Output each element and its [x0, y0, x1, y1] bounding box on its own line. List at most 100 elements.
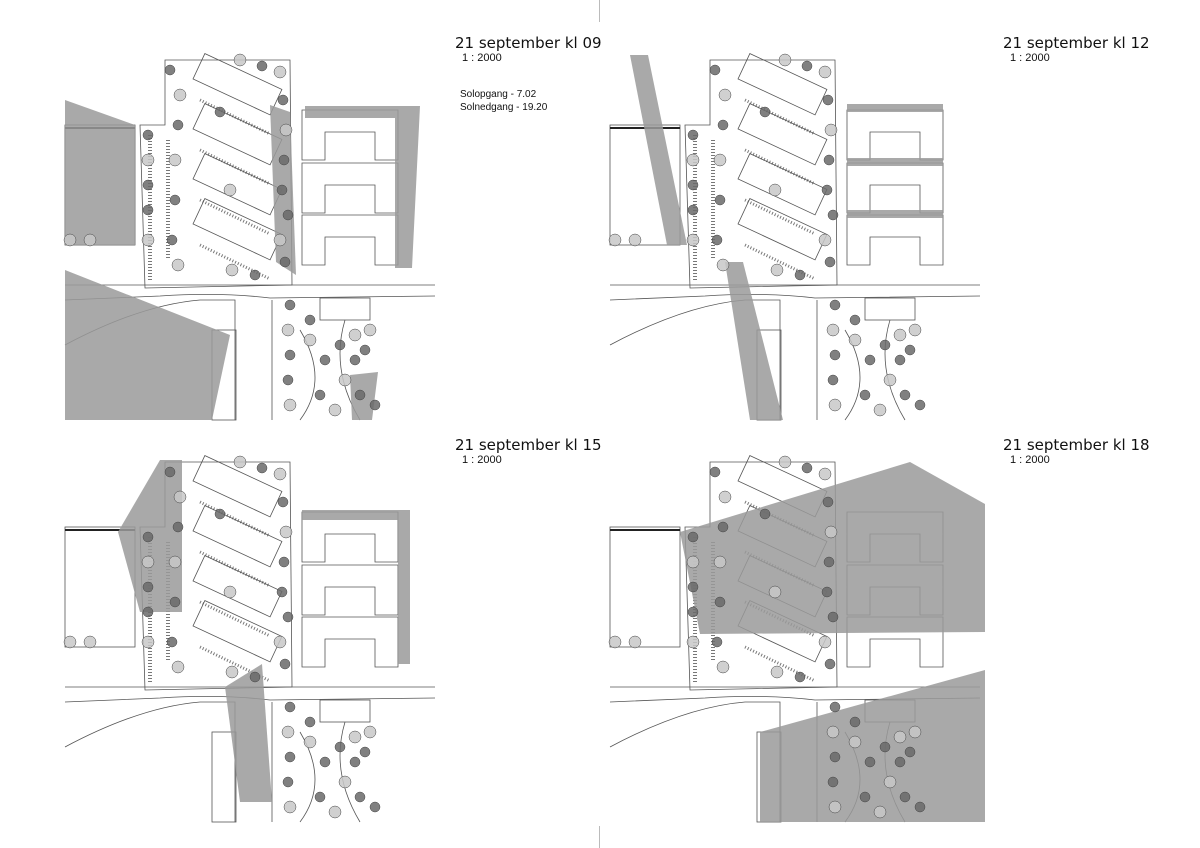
tree	[904, 746, 916, 758]
tree	[273, 467, 287, 481]
site-plan-panel-3	[63, 455, 436, 823]
tree	[873, 805, 887, 819]
tree	[879, 339, 891, 351]
tree	[214, 508, 226, 520]
parking-stalls	[744, 500, 816, 538]
parking-stalls	[199, 243, 271, 281]
tree	[304, 716, 316, 728]
apartment-block-2	[846, 162, 944, 214]
tree	[883, 775, 897, 789]
tree	[278, 556, 290, 568]
tree	[303, 735, 317, 749]
tree	[142, 606, 154, 618]
lower-parking	[319, 297, 371, 321]
tree	[914, 801, 926, 813]
tree	[276, 586, 288, 598]
site-plan-panel-2	[608, 53, 981, 421]
tree	[716, 660, 730, 674]
tree	[687, 204, 699, 216]
tree	[759, 508, 771, 520]
tree	[826, 725, 840, 739]
tree	[142, 204, 154, 216]
tree	[303, 333, 317, 347]
tree	[794, 671, 806, 683]
tree	[273, 65, 287, 79]
tree	[818, 635, 832, 649]
shadow-area	[225, 664, 272, 802]
tree	[864, 756, 876, 768]
tree	[282, 209, 294, 221]
tree	[778, 53, 792, 67]
tree	[279, 256, 291, 268]
parking-row-4	[192, 600, 283, 663]
tree	[686, 555, 700, 569]
tree	[338, 373, 352, 387]
tree	[768, 585, 782, 599]
apartment-block-2	[301, 564, 399, 616]
tree	[349, 354, 361, 366]
parking-stalls	[744, 198, 816, 236]
tree	[249, 671, 261, 683]
tree	[827, 209, 839, 221]
tree	[823, 556, 835, 568]
tree	[281, 323, 295, 337]
sunrise-label: Solopgang - 7.02	[460, 89, 537, 100]
tree	[686, 635, 700, 649]
tree	[359, 344, 371, 356]
parking-row-2	[737, 103, 828, 166]
tree	[354, 791, 366, 803]
tree	[864, 354, 876, 366]
tree	[168, 555, 182, 569]
tree	[849, 314, 861, 326]
shadow-area	[725, 262, 783, 420]
shadow-area	[302, 510, 410, 664]
tree	[899, 791, 911, 803]
parking-stalls	[199, 645, 271, 683]
tree	[328, 805, 342, 819]
tree	[284, 349, 296, 361]
tree	[768, 183, 782, 197]
tree	[142, 531, 154, 543]
tree	[628, 233, 642, 247]
tree	[172, 119, 184, 131]
tree	[142, 179, 154, 191]
tree	[249, 269, 261, 281]
parking-row-2	[192, 103, 283, 166]
tree	[849, 716, 861, 728]
tree	[314, 389, 326, 401]
tree	[709, 466, 721, 478]
tree	[256, 60, 268, 72]
parking-row-4	[737, 198, 828, 261]
tree	[279, 123, 293, 137]
tree	[283, 800, 297, 814]
tree	[164, 64, 176, 76]
tree	[141, 555, 155, 569]
tree	[223, 183, 237, 197]
tree	[283, 398, 297, 412]
tree	[141, 233, 155, 247]
shadow-area	[680, 462, 985, 634]
tree	[141, 153, 155, 167]
tree	[608, 233, 622, 247]
tree	[273, 233, 287, 247]
tree	[908, 725, 922, 739]
tree	[824, 658, 836, 670]
tree	[848, 333, 862, 347]
tree	[225, 263, 239, 277]
tree	[822, 496, 834, 508]
parking-stalls	[199, 500, 271, 538]
tree	[894, 756, 906, 768]
panel-title-kl15: 21 september kl 15	[455, 436, 602, 454]
tree	[284, 701, 296, 713]
tree	[718, 88, 732, 102]
tree	[164, 466, 176, 478]
tree	[770, 665, 784, 679]
tree	[716, 258, 730, 272]
panel-scale-kl15: 1 : 2000	[462, 454, 502, 466]
tree	[711, 636, 723, 648]
tree	[279, 525, 293, 539]
tree	[818, 233, 832, 247]
tree	[686, 233, 700, 247]
tree	[859, 791, 871, 803]
